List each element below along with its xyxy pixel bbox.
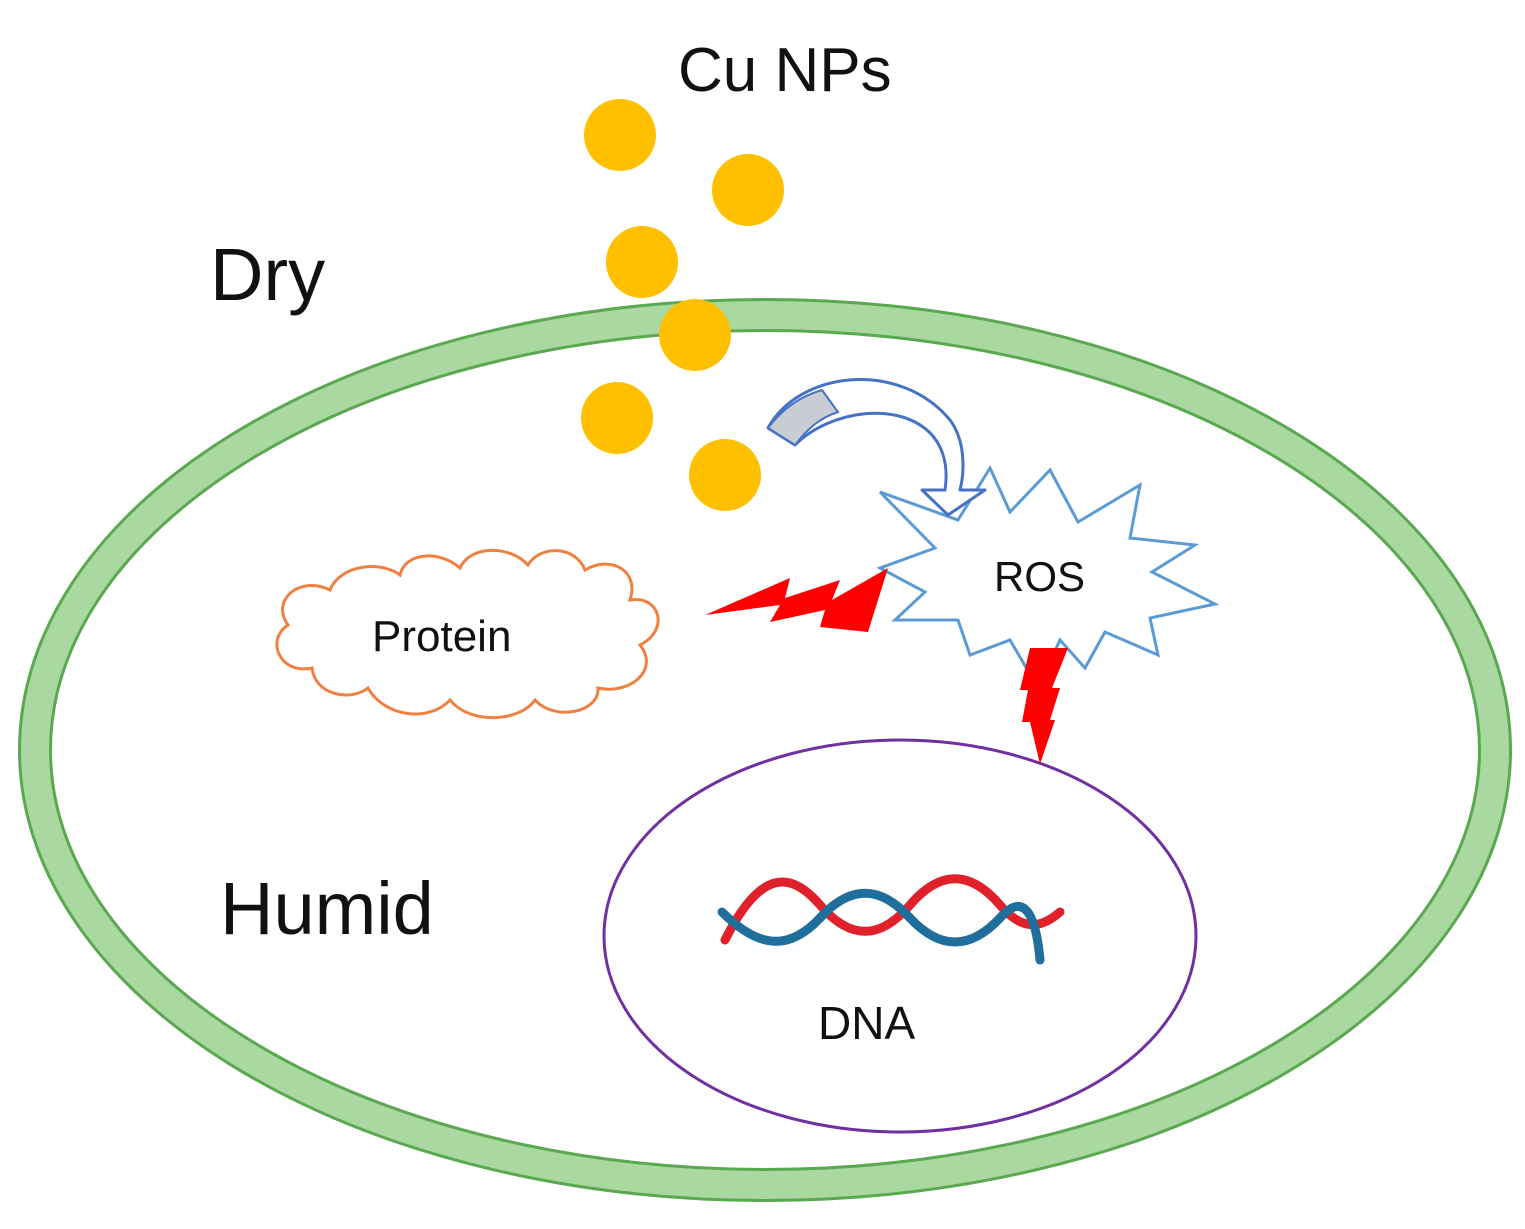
cu-nanoparticles-label: Cu NPs (678, 36, 892, 105)
humid-condition-label: Humid (220, 867, 434, 950)
cu-nanoparticles (581, 99, 784, 511)
nanoparticle (689, 439, 761, 511)
dry-condition-label: Dry (210, 233, 326, 316)
ros-label: ROS (994, 553, 1086, 600)
damage-bolt-dna-icon (1020, 648, 1068, 764)
protein-cloud-icon (275, 548, 660, 720)
nucleus (602, 738, 1198, 1134)
dna-helix-icon (717, 874, 1065, 965)
dna-label: DNA (818, 997, 916, 1049)
cell-wall (18, 298, 1512, 1202)
nanoparticle (584, 99, 656, 171)
protein-label: Protein (372, 612, 512, 661)
curved-arrow-icon (766, 378, 987, 517)
nanoparticle (606, 226, 678, 298)
nanoparticle (659, 299, 731, 371)
nanoparticle (581, 382, 653, 454)
nanoparticle (712, 154, 784, 226)
damage-bolt-protein-icon (705, 568, 888, 632)
